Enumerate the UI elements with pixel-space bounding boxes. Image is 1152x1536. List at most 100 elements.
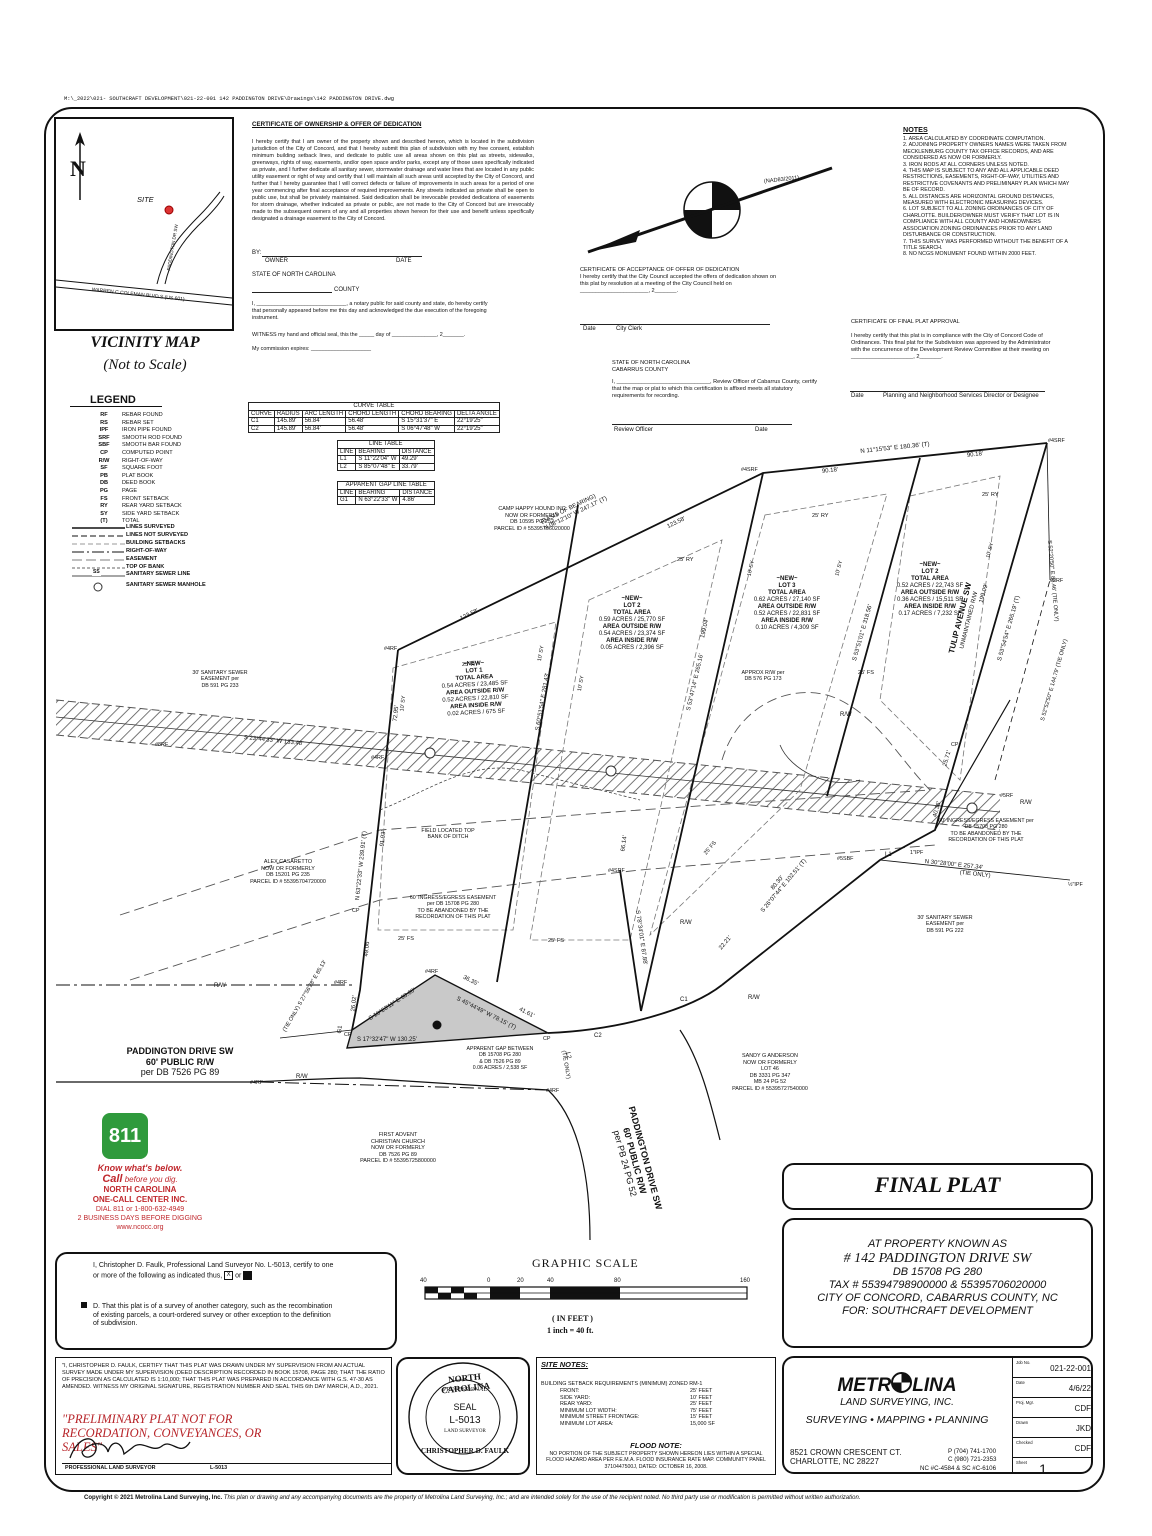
surveyor-title: PROFESSIONAL LAND SURVEYOR	[65, 1465, 156, 1471]
compass-icon	[587, 166, 833, 254]
setback-label: 25' FS	[858, 670, 874, 676]
scale-tick: 40	[420, 1278, 427, 1284]
review-date-label: Date	[755, 427, 768, 433]
copyright: Copyright © 2021 Metrolina Land Surveyin…	[84, 1495, 861, 1501]
call-811-info: Know what's below. Call before you dig. …	[77, 1163, 203, 1231]
checkbox-filled-icon	[243, 1270, 253, 1280]
monument-label: L1	[885, 852, 892, 858]
flood-note-title: FLOOD NOTE:	[630, 1441, 682, 1450]
legend-title: LEGEND	[90, 394, 136, 406]
company-box	[782, 1356, 1093, 1474]
final-approval-block: CERTIFICATE OF FINAL PLAT APPROVAL I her…	[851, 319, 1056, 361]
vicinity-site-label: SITE	[137, 195, 154, 204]
legend-lines: LINES SURVEYED LINES NOT SURVEYED BUILDI…	[126, 524, 206, 589]
scale-tick: 0	[487, 1278, 491, 1284]
setback-label: 25' FS	[398, 936, 414, 942]
company-sub: LAND SURVEYING, INC.	[840, 1397, 954, 1408]
acceptance-clerk: City Clerk	[616, 326, 643, 332]
final-plat-box	[782, 1163, 1093, 1210]
rw-label: R/W	[214, 983, 226, 989]
ownership-date: DATE	[396, 258, 412, 264]
monument-label: L2	[564, 1051, 572, 1060]
surveyor-signature-icon	[69, 1438, 191, 1459]
rw-label: R/W	[680, 920, 692, 926]
job-info-table: Job No. 021-22-001 Date 4/6/22 Proj. Mgr…	[1013, 1358, 1093, 1478]
setback-label: 25' FS	[548, 938, 564, 944]
seal-seal: SEAL	[453, 1402, 477, 1412]
ownership-witness: WITNESS my hand and official seal, this …	[252, 332, 466, 338]
vicinity-map-subtitle: (Not to Scale)	[103, 357, 187, 373]
ownership-body: I hereby certify that I am owner of the …	[252, 139, 534, 222]
seal-land: LAND SURVEYOR	[444, 1429, 486, 1434]
monument-label: #4SRF	[608, 868, 625, 874]
note-item: 3. IRON RODS AT ALL CORNERS UNLESS NOTED…	[903, 161, 1029, 168]
scale-ratio: 1 inch = 40 ft.	[547, 1326, 594, 1335]
setback-label: 25' RY	[462, 662, 479, 668]
setback-table: FRONT:25' FEET SIDE YARD:10' FEET REAR Y…	[560, 1388, 715, 1427]
ownership-county: COUNTY	[334, 287, 360, 293]
flood-note-body: NO PORTION OF THE SUBJECT PROPERTY SHOWN…	[546, 1451, 766, 1470]
bullet-icon	[81, 1302, 87, 1308]
ownership-title: CERTIFICATE OF OWNERSHIP & OFFER OF DEDI…	[252, 121, 422, 128]
vicinity-north-label: N	[70, 156, 86, 181]
monument-label: CP	[352, 908, 360, 914]
monument-label: CP	[344, 1032, 352, 1038]
note-item: 5. ALL DISTANCES ARE HORIZONTAL GROUND D…	[903, 193, 1055, 207]
site-notes-title: SITE NOTES:	[541, 1360, 589, 1369]
preliminary-note: "PRELIMINARY PLAT NOT FOR RECORDATION, C…	[62, 1412, 262, 1454]
note-item: 6. LOT SUBJECT TO ALL ZONING ORDINANCES …	[903, 206, 1060, 239]
scale-tick: 80	[614, 1278, 621, 1284]
legend-ss-label: SS	[92, 569, 101, 577]
note-item: 4. THIS MAP IS SUBJECT TO ANY AND ALL AP…	[903, 168, 1070, 194]
monument-label: C2	[594, 1033, 602, 1039]
drawing-file-path: M:\_2022\021- SOUTHCRAFT DEVELOPMENT\021…	[64, 96, 394, 102]
company-license: NC #C-4584 & SC #C-6106	[920, 1465, 997, 1472]
sheet-frame	[44, 107, 1105, 1492]
setback-label: 25' RY	[982, 492, 999, 498]
setback-label: 25' RY	[812, 513, 829, 519]
rw-label: R/W	[1020, 800, 1032, 806]
checkbox-x-icon: X	[224, 1270, 234, 1280]
final-approval-title: CERTIFICATE OF FINAL PLAT APPROVAL	[851, 319, 960, 325]
property-info: AT PROPERTY KNOWN AS # 142 PADDINGTON DR…	[817, 1238, 1058, 1317]
final-plat-title: FINAL PLAT	[874, 1172, 1001, 1197]
monument-label: CP	[951, 742, 959, 748]
ownership-notary: I, ______________________________, a not…	[252, 301, 488, 321]
acceptance-title: CERTIFICATE OF ACCEPTANCE OF OFFER OF DE…	[580, 267, 740, 273]
note-item: 2. ADJOINING PROPERTY OWNERS NAMES WERE …	[903, 142, 1067, 162]
review-body: I, ______________________________, Revie…	[612, 379, 818, 399]
monument-label: #4RF	[546, 1088, 560, 1094]
company-phones: P (704) 741-1700 C (980) 721-2353	[948, 1448, 997, 1463]
note-item: 7. THIS SURVEY WAS PERFORMED WITHOUT THE…	[903, 238, 1068, 251]
monument-label: #8RF	[155, 742, 169, 748]
ownership-by: BY:	[252, 250, 262, 256]
acceptance-date: Date	[583, 326, 596, 332]
ownership-state: STATE OF NORTH CAROLINA	[252, 272, 336, 278]
acceptance-block: CERTIFICATE OF ACCEPTANCE OF OFFER OF DE…	[580, 267, 780, 295]
monument-label: G1	[337, 1025, 344, 1034]
review-officer-block: STATE OF NORTH CAROLINA CABARRUS COUNTY …	[612, 360, 822, 400]
scale-feet: ( IN FEET )	[552, 1314, 593, 1323]
seal-prof: PROFESSIONAL	[442, 1387, 487, 1393]
monument-label: 1"IPF	[910, 850, 924, 856]
monument-label: #5SBF	[837, 856, 854, 862]
monument-label: C1	[680, 997, 688, 1003]
statement-box	[55, 1357, 392, 1475]
final-approval-body: I hereby certify that this plat is in co…	[851, 333, 1051, 360]
monument-label: #5RF	[1000, 793, 1014, 799]
review-state: STATE OF NORTH CAROLINA	[612, 360, 691, 366]
notes-list: 1. AREA CALCULATED BY COORDINATE COMPUTA…	[903, 136, 1075, 258]
